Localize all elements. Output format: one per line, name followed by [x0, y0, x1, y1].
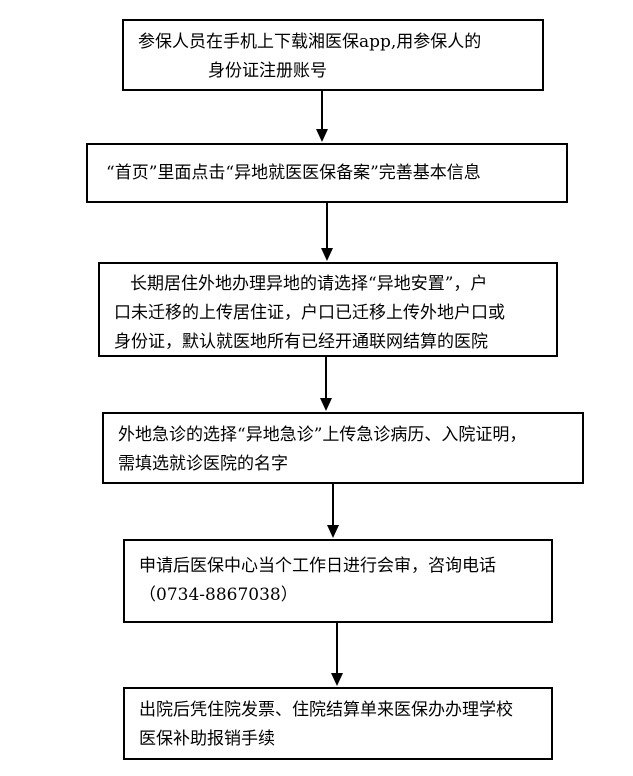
arrow-down-icon [331, 623, 343, 686]
step-box-homepage-filing: “首页”里面点击“异地就医医保备案”完善基本信息 [86, 143, 568, 203]
step-phone-line: （0734-8867038） [139, 585, 298, 605]
step-box-review-hotline: 申请后医保中心当个工作日进行会审，咨询电话 （0734-8867038） [123, 539, 553, 623]
step-text-line: 身份证注册账号 [208, 61, 327, 81]
step-box-reimbursement: 出院后凭住院发票、住院结算单来医保办办理学校 医保补助报销手续 [123, 687, 553, 760]
step-box-long-term-residence: 长期居住外地办理异地的请选择“异地安置”，户 口未迁移的上传居住证，户口已迁移上… [98, 262, 558, 357]
step-box-emergency: 外地急诊的选择“异地急诊”上传急诊病历、入院证明， 需填选就诊医院的名字 [102, 412, 584, 484]
arrow-down-icon [320, 357, 332, 411]
step-text-line: 身份证，默认就医地所有已经开通联网结算的医院 [114, 332, 488, 352]
step-text-line: 外地急诊的选择“异地急诊”上传急诊病历、入院证明， [118, 425, 527, 445]
arrow-down-icon [327, 484, 339, 538]
step-text-line: 参保人员在手机上下载湘医保app,用参保人的 [138, 32, 482, 52]
step-text-line: 申请后医保中心当个工作日进行会审，咨询电话 [139, 556, 496, 576]
step-text-line: 长期居住外地办理异地的请选择“异地安置”，户 [130, 274, 488, 294]
arrow-down-icon [316, 91, 328, 142]
step-box-download-app: 参保人员在手机上下载湘医保app,用参保人的 身份证注册账号 [122, 19, 544, 91]
step-text-line: 出院后凭住院发票、住院结算单来医保办办理学校 [139, 700, 513, 720]
step-text-line: “首页”里面点击“异地就医医保备案”完善基本信息 [106, 163, 481, 183]
arrow-down-icon [321, 203, 333, 261]
step-text-line: 口未迁移的上传居住证，户口已迁移上传外地户口或 [114, 303, 505, 323]
step-text-line: 需填选就诊医院的名字 [118, 454, 288, 474]
step-text-line: 医保补助报销手续 [139, 729, 275, 749]
